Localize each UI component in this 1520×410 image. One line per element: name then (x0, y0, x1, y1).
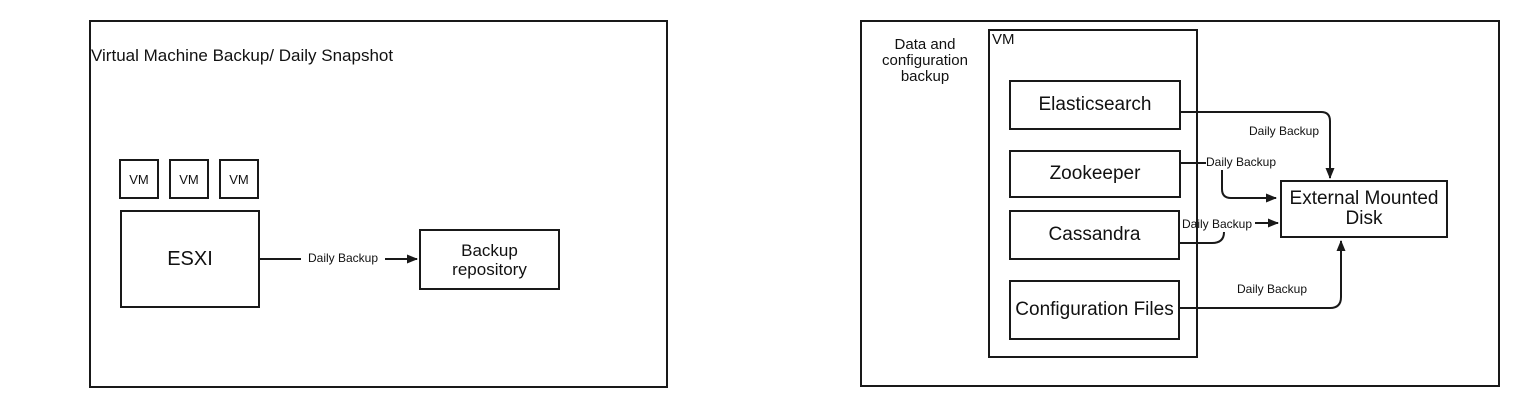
configuration-files-node: Configuration Files (1009, 280, 1180, 340)
backup-repository-node: Backup repository (419, 229, 560, 290)
elasticsearch-daily-backup-flow-label: Daily Backup (1249, 124, 1320, 138)
zookeeper-daily-backup-flow-label: Daily Backup (1206, 155, 1277, 169)
vm-node-1: VM (119, 159, 159, 199)
vm-node-3: VM (219, 159, 259, 199)
data-config-backup-title: Data and configuration backup (882, 36, 968, 85)
cassandra-label: Cassandra (1048, 224, 1141, 245)
esxi-daily-backup-flow-label: Daily Backup (301, 252, 385, 265)
cassandra-daily-backup-flow-label: Daily Backup (1182, 217, 1253, 231)
esxi-node-label: ESXI (167, 247, 213, 270)
backup-repository-label: Backup repository (452, 240, 527, 279)
zookeeper-label: Zookeeper (1049, 163, 1141, 184)
external-mounted-disk-label: External Mounted Disk (1289, 188, 1439, 229)
zookeeper-node: Zookeeper (1009, 150, 1181, 198)
vm-container-label: VM (992, 31, 1015, 48)
external-mounted-disk-node: External Mounted Disk (1280, 180, 1448, 238)
vm-node-2-label: VM (179, 171, 199, 187)
elasticsearch-node: Elasticsearch (1009, 80, 1181, 130)
vm-node-1-label: VM (129, 171, 149, 187)
esxi-node: ESXI (120, 210, 260, 308)
vm-node-2: VM (169, 159, 209, 199)
configuration-files-daily-backup-flow-label: Daily Backup (1236, 282, 1308, 296)
vm-node-3-label: VM (229, 171, 249, 187)
elasticsearch-label: Elasticsearch (1038, 94, 1152, 115)
vm-backup-diagram-frame (89, 20, 668, 388)
vm-backup-diagram-title: Virtual Machine Backup/ Daily Snapshot (91, 46, 394, 65)
configuration-files-label: Configuration Files (1015, 299, 1174, 320)
cassandra-node: Cassandra (1009, 210, 1180, 260)
